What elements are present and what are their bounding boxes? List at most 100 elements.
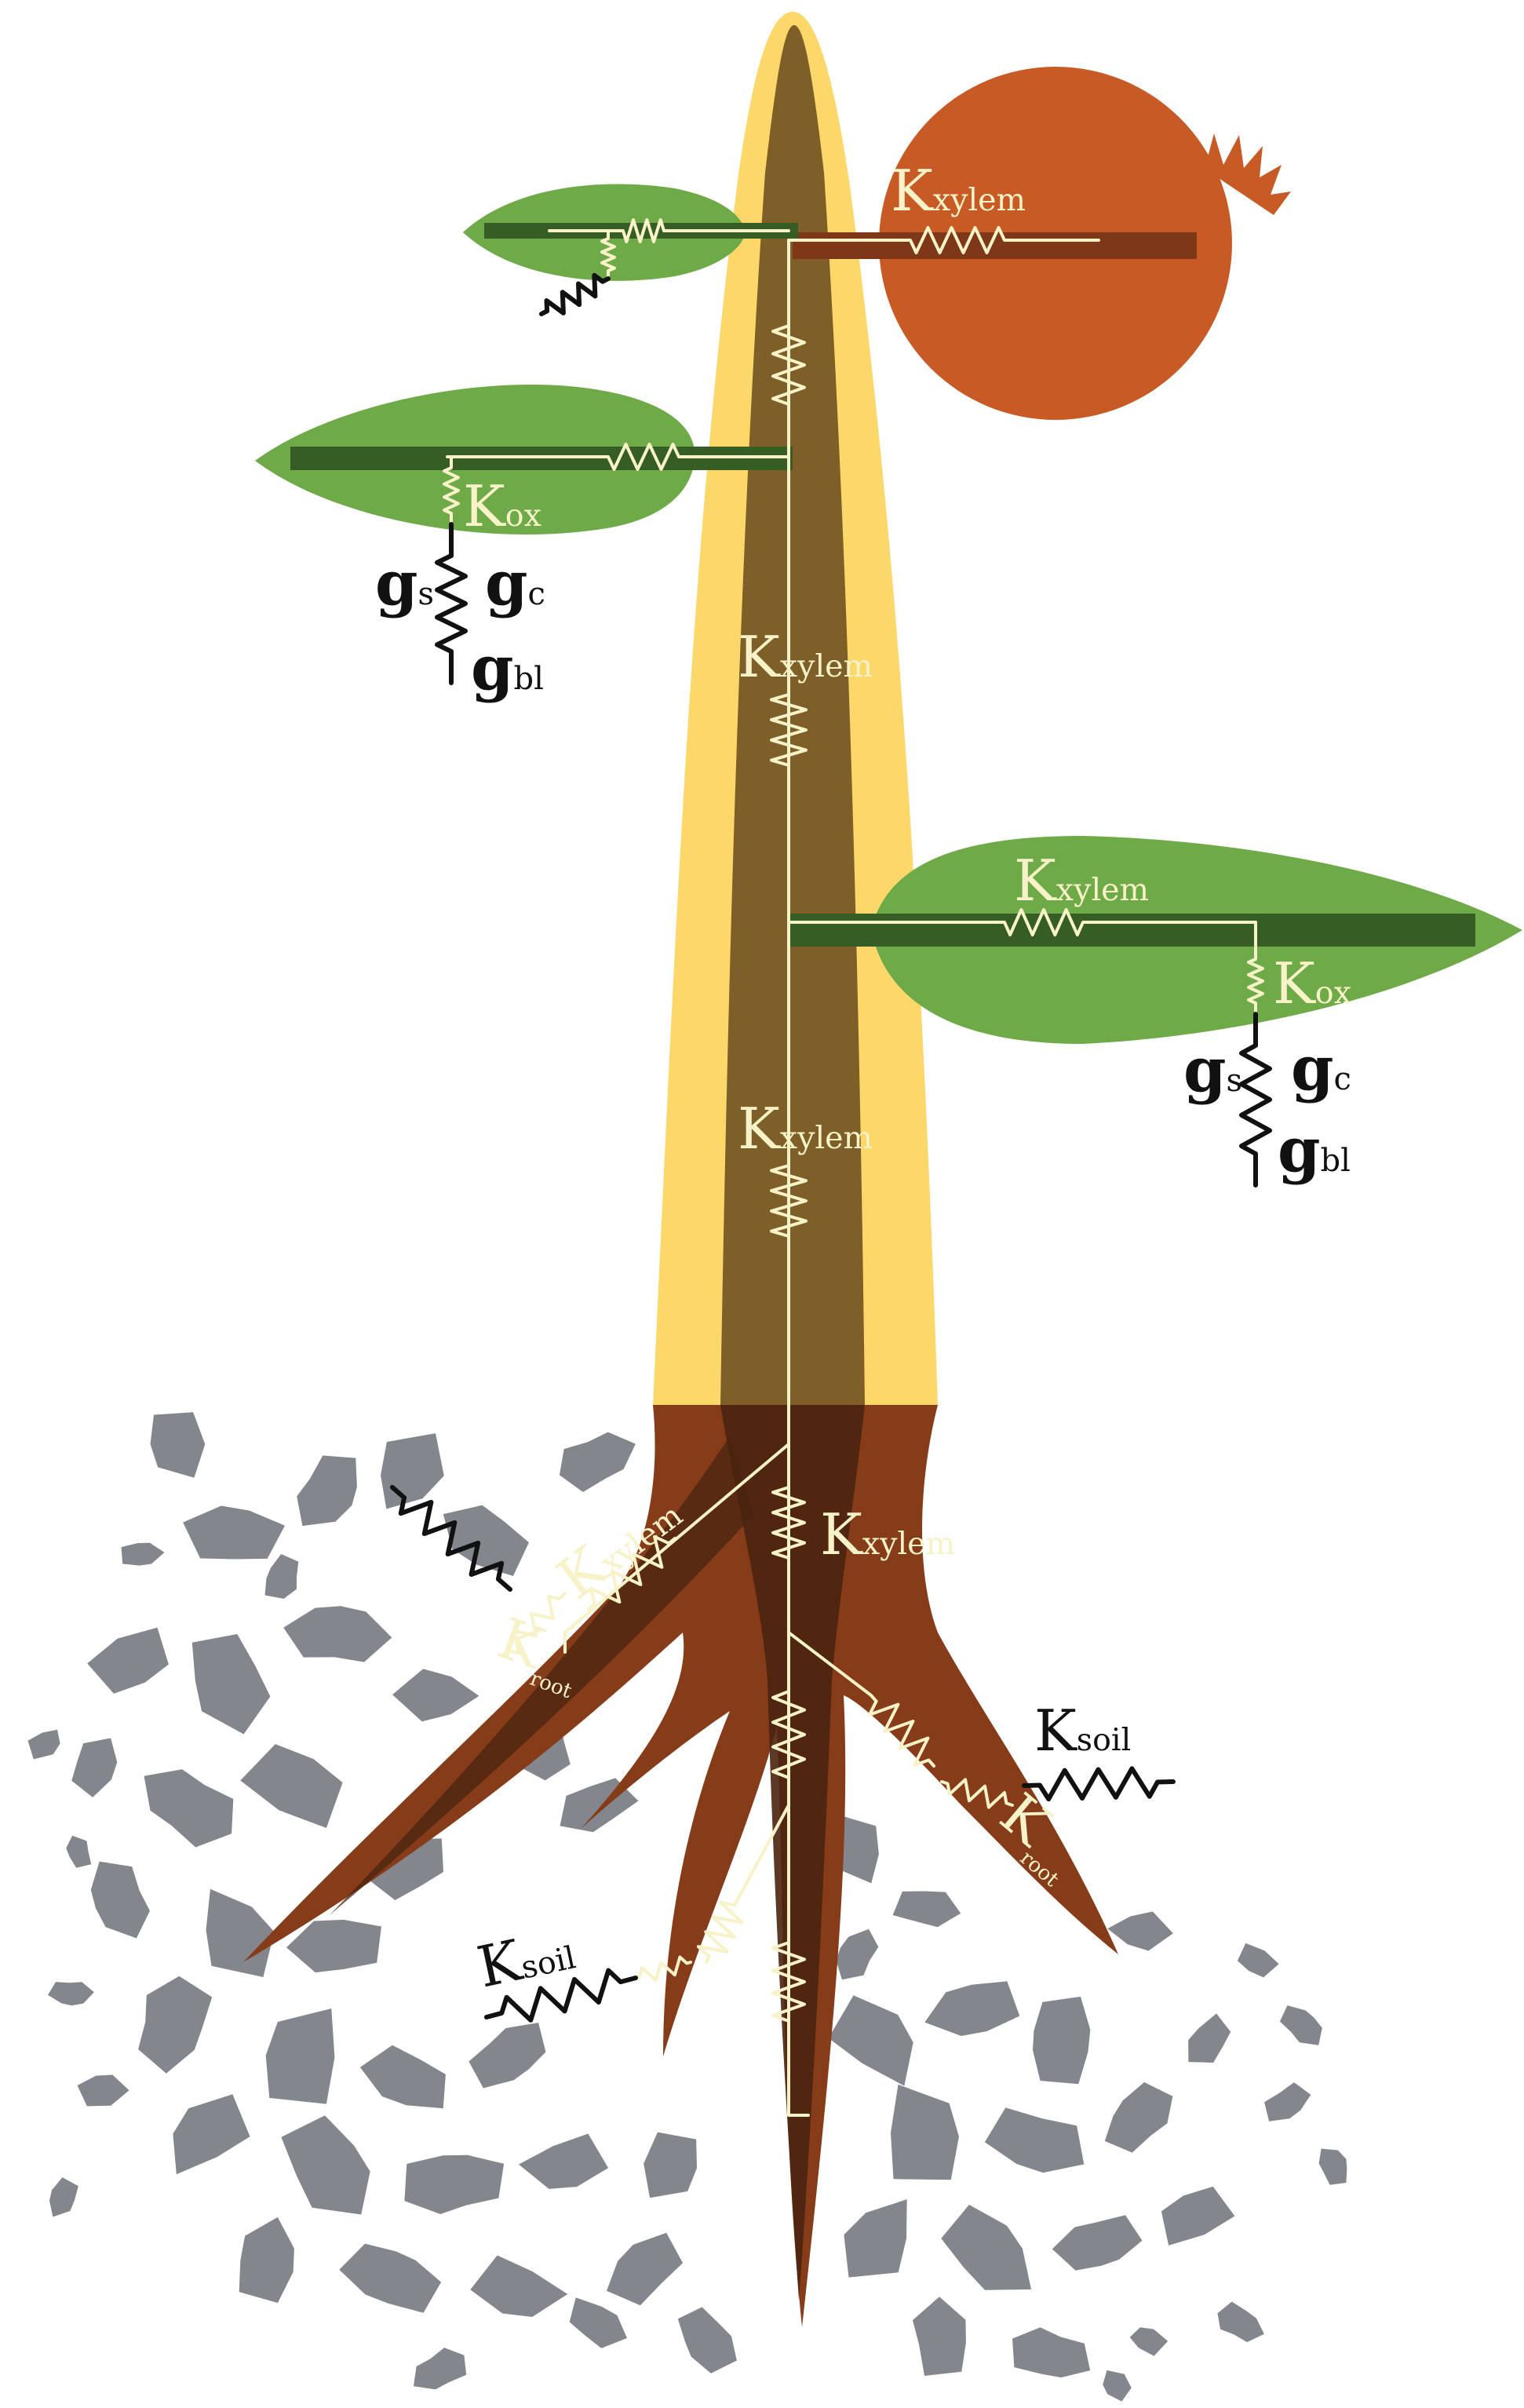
label-lower-root-soil: Ksoil — [472, 1916, 580, 2001]
soil-rock — [1264, 2082, 1311, 2122]
label-fruit-xylem: Kxylem — [891, 158, 1026, 224]
soil-rock — [924, 1981, 1020, 2036]
soil-rock — [844, 2199, 907, 2278]
soil-rock — [281, 2115, 370, 2215]
soil-rock — [369, 1838, 443, 1900]
leaf-top-ink-resistor — [539, 272, 611, 316]
leaf-top — [463, 184, 798, 281]
soil-rock — [828, 1995, 913, 2086]
label-stem-upper-xylem: Kxylem — [738, 624, 873, 690]
soil-rock — [381, 1433, 444, 1509]
leaf-right-vein — [789, 914, 1475, 947]
upper-leaf-ox-resistor — [443, 455, 460, 526]
soil-rocks — [27, 1412, 1347, 2402]
soil-rock — [1217, 2301, 1264, 2343]
soil-rock — [339, 2243, 442, 2313]
label-right-leaf-gc: gc — [1291, 1033, 1351, 1104]
root-left-root-resistor — [501, 1592, 567, 1658]
root-lower-resistor — [696, 1898, 744, 1964]
root-main-resistor-3 — [771, 1929, 806, 2034]
right-root-soil-resistor — [1022, 1766, 1176, 1802]
soil-rock — [559, 1432, 636, 1492]
soil-rock — [984, 2107, 1085, 2173]
soil-rock — [138, 1976, 213, 2074]
soil-rock — [569, 2297, 627, 2348]
soil-rock — [206, 1888, 275, 1977]
left-root-soil-resistor — [390, 1485, 512, 1592]
label-stem-lower-xylem: Kxylem — [738, 1096, 873, 1162]
fruit-xylem-resistor — [893, 226, 1022, 254]
soil-rock — [644, 2132, 697, 2198]
soil-rock — [891, 2084, 959, 2180]
soil-rock — [191, 1633, 271, 1735]
right-leaf-ox-resistor — [1247, 948, 1264, 1014]
root-right-root-resistor — [940, 1778, 1014, 1809]
root-system — [243, 1405, 1118, 2327]
soil-rock — [183, 1505, 285, 1560]
soil-rock — [1129, 2327, 1169, 2356]
soil-rock — [1188, 2013, 1231, 2063]
soil-rock — [87, 1627, 169, 1694]
fruit — [793, 67, 1291, 420]
soil-rock — [240, 1744, 343, 1828]
soil-rock — [286, 1919, 381, 1973]
soil-rock — [1103, 2370, 1132, 2402]
soil-rock — [607, 2232, 684, 2306]
soil-rock — [27, 1729, 60, 1760]
soil-rock — [144, 1769, 234, 1848]
soil-rock — [1318, 2148, 1347, 2185]
label-right-leaf-gbl: gbl — [1278, 1115, 1351, 1186]
soil-rock — [443, 1505, 529, 1576]
soil-rock — [941, 2205, 1031, 2290]
stem-low-resistor — [770, 1144, 808, 1257]
fruit-calyx — [1205, 133, 1291, 215]
soil-rock — [265, 2008, 335, 2104]
soil-rock — [1104, 2081, 1173, 2153]
soil-rock — [414, 2348, 467, 2390]
soil-rock — [90, 1861, 150, 1939]
conductance-wires — [390, 272, 1272, 2023]
soil-rock — [836, 1928, 879, 1980]
label-upper-leaf-gs: gs — [375, 548, 434, 619]
root-mass — [243, 1405, 1118, 2327]
soil-rock — [1161, 2186, 1235, 2246]
soil-rock — [283, 1606, 392, 1662]
root-tip-wire — [787, 2102, 810, 2117]
label-upper-leaf-gbl: gbl — [471, 633, 544, 704]
soil-rock — [469, 2023, 546, 2089]
soil-rock — [519, 2133, 609, 2189]
leaf-upper-resistor — [563, 443, 724, 471]
soil-rock — [264, 1554, 299, 1599]
soil-rock — [121, 1542, 165, 1566]
leaf-upper — [255, 385, 793, 535]
root-right-resistor — [868, 1694, 935, 1768]
root-left-resistor — [587, 1534, 676, 1611]
hydraulic-pathway — [443, 218, 1264, 2117]
right-leaf-stomatal-resistor — [1239, 1012, 1272, 1188]
soil-rock — [913, 2297, 966, 2376]
soil-rock — [48, 1982, 94, 2006]
root-main-resistor-2 — [771, 1678, 806, 1791]
soil-rock — [1033, 1996, 1091, 2085]
soil-rock — [77, 2074, 129, 2107]
soil-rock — [1012, 2327, 1091, 2378]
soil-rock — [150, 1412, 206, 1478]
soil-rock — [677, 2307, 737, 2373]
soil-rock — [1052, 2215, 1143, 2271]
leaf-top-resistor — [611, 218, 676, 243]
soil-rock — [1279, 2005, 1322, 2045]
soil-rock — [71, 1738, 118, 1797]
stem-mid-resistor — [770, 673, 808, 786]
soil-rock — [49, 2177, 78, 2217]
leaf-right — [789, 836, 1522, 1044]
label-upper-leaf-gc: gc — [485, 548, 545, 619]
soil-rock — [404, 2154, 505, 2214]
label-right-leaf-gs: gs — [1183, 1034, 1242, 1106]
root-right-wire — [787, 1631, 873, 1697]
root-lower-soil-resistor — [634, 1955, 692, 1983]
soil-rock — [297, 1455, 357, 1527]
root-left-wire — [563, 1443, 790, 1654]
soil-rock — [392, 1669, 479, 1722]
root-core — [720, 1405, 865, 2300]
